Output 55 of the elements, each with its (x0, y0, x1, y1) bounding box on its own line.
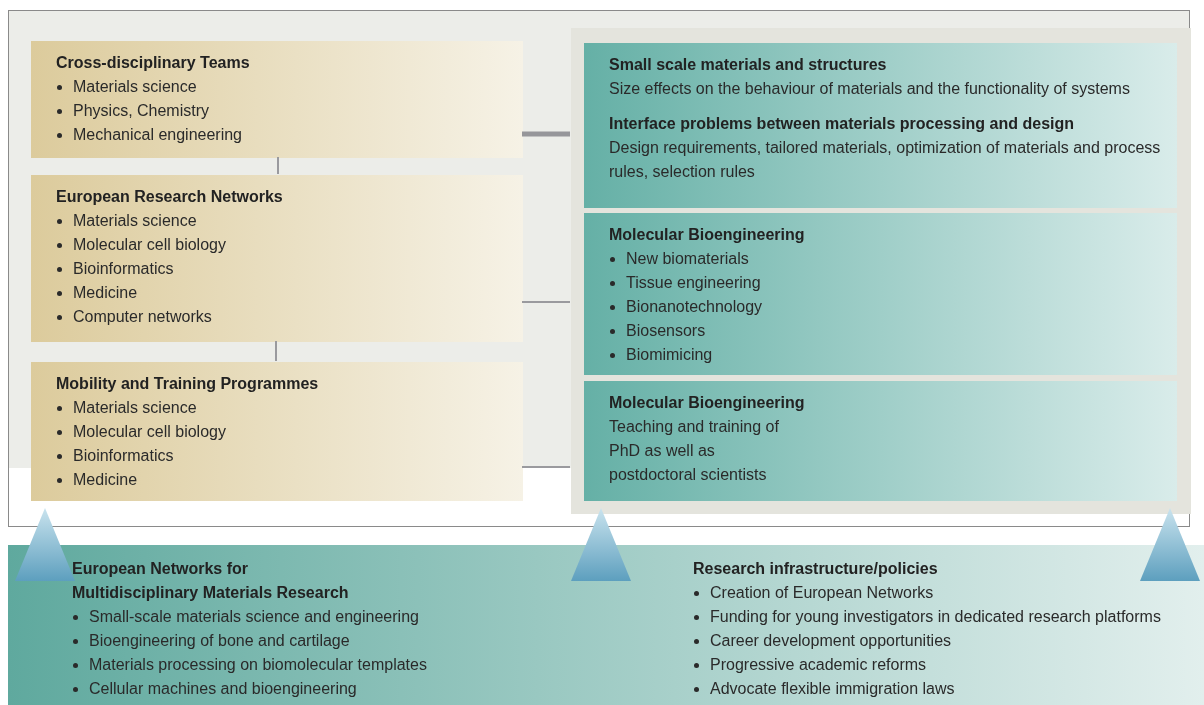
heading: European Networks for Multidisciplinary Materials Research (72, 559, 350, 603)
list-item: Bionanotechnology (626, 297, 763, 317)
heading: Mobility and Training Programmes (56, 374, 320, 394)
outer-frame (8, 10, 1190, 527)
list-item: Physics, Chemistry (73, 101, 210, 121)
heading: Small scale materials and structures (609, 55, 888, 75)
list-item: New biomaterials (626, 249, 749, 269)
list-item: Bioinformatics (73, 259, 174, 279)
triangle-marker (15, 508, 75, 581)
list-item: Tissue engineering (626, 273, 761, 293)
category-box (31, 362, 523, 501)
connector-line (275, 340, 277, 362)
topic-box (584, 381, 1177, 501)
list-item: Creation of European Networks (710, 583, 934, 603)
heading: Molecular Bioengineering (609, 225, 806, 245)
list-item: Biomimicing (626, 345, 713, 365)
heading: European Research Networks (56, 187, 284, 207)
list-item: Materials processing on biomolecular templates (89, 655, 427, 675)
description-text: Size effects on the behaviour of materials and the functionality of systems (609, 79, 1131, 99)
list-item: Career development opportunities (710, 631, 952, 651)
triangle-marker (1140, 508, 1200, 581)
heading: Cross-disciplinary Teams (56, 53, 251, 73)
heading: Research infrastructure/policies (693, 559, 939, 579)
list-item: Small-scale materials science and engineering (89, 607, 419, 627)
panel-background (571, 28, 1191, 514)
category-box (31, 41, 523, 158)
heading: Molecular Bioengineering (609, 393, 806, 413)
heading: Interface problems between materials processing and design (609, 114, 1076, 134)
list-item: Bioengineering of bone and cartilage (89, 631, 350, 651)
summary-band (8, 545, 1204, 705)
list-item: Biosensors (626, 321, 706, 341)
list-item: Cellular machines and bioengineering (89, 679, 357, 699)
list-item: Progressive academic reforms (710, 655, 927, 675)
description-text: Teaching and training of PhD as well as postdoctoral scientists (609, 417, 780, 485)
connector-line (521, 301, 571, 303)
list-item: Advocate flexible immigration laws (710, 679, 955, 699)
triangle-marker (571, 508, 631, 581)
description-text: Design requirements, tailored materials, optimization of materials and process rules, selection rules (609, 138, 1162, 182)
topic-box (584, 43, 1177, 208)
list-item: Molecular cell biology (73, 235, 226, 255)
list-item: Medicine (73, 470, 138, 490)
connector-line (521, 466, 571, 468)
list-item: Materials science (73, 211, 197, 231)
connector-line (522, 131, 570, 137)
list-item: Materials science (73, 398, 197, 418)
topic-box (584, 213, 1177, 375)
category-box (31, 175, 523, 342)
connector-line (277, 156, 279, 175)
list-item: Mechanical engineering (73, 125, 242, 145)
list-item: Materials science (73, 77, 197, 97)
list-item: Medicine (73, 283, 138, 303)
list-item: Molecular cell biology (73, 422, 226, 442)
list-item: Computer networks (73, 307, 212, 327)
list-item: Funding for young investigators in dedicated research platforms (710, 607, 1161, 627)
list-item: Bioinformatics (73, 446, 174, 466)
